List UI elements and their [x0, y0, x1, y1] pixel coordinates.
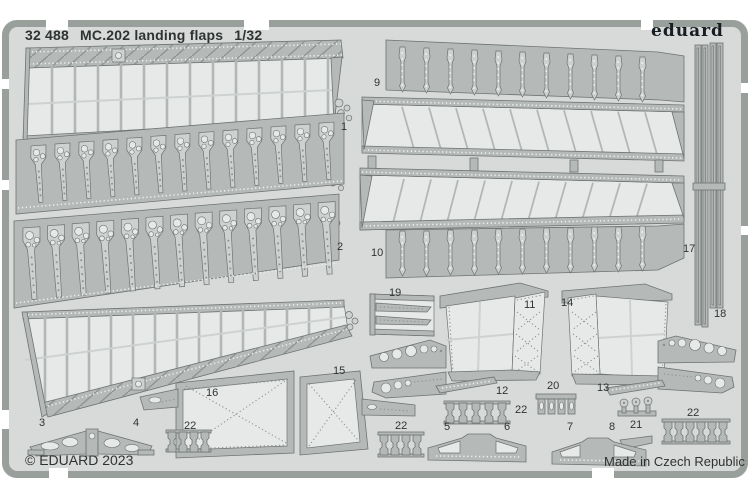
flap-assembly-part-10	[359, 167, 685, 279]
copyright-text: © EDUARD 2023	[25, 452, 134, 468]
comb-part-22-a	[165, 429, 212, 453]
fret-frame	[2, 20, 748, 478]
rib-row-upper	[15, 112, 345, 215]
comb-part-21	[617, 396, 657, 417]
flap-frame-part-2	[21, 299, 359, 418]
long-strips-parts-17-18	[692, 42, 726, 328]
comb-part-22-d	[661, 418, 731, 445]
hinge-bracket-right	[657, 335, 737, 394]
flap-assembly-part-9	[361, 39, 685, 162]
origin-text: Made in Czech Republic	[604, 454, 745, 469]
brand-logo: eduard	[651, 21, 724, 41]
hinge-bracket-left	[369, 339, 447, 399]
skin-panel-part-14	[561, 283, 673, 386]
frame-tab-notches	[0, 18, 750, 480]
scale: 1/32	[234, 27, 263, 43]
bracket-part-19	[369, 293, 435, 337]
comb-part-22-c	[443, 400, 511, 425]
strip-part-12	[435, 376, 498, 394]
product-title: 32 488 MC.202 landing flaps 1/32	[25, 27, 273, 43]
tab-parts-5-6	[427, 433, 527, 463]
airfoil-parts-3-4	[27, 428, 155, 457]
skin-panel-part-11	[439, 282, 549, 382]
product-name: MC.202 landing flaps	[80, 27, 224, 43]
panel-part-15	[299, 370, 416, 456]
comb-part-22-b	[377, 431, 425, 458]
catalog-number: 32 488	[25, 27, 70, 43]
tab-parts-7-8	[551, 437, 647, 467]
rib-row-lower	[13, 193, 341, 309]
comb-part-20	[535, 393, 577, 415]
strip-part-13	[605, 379, 666, 396]
